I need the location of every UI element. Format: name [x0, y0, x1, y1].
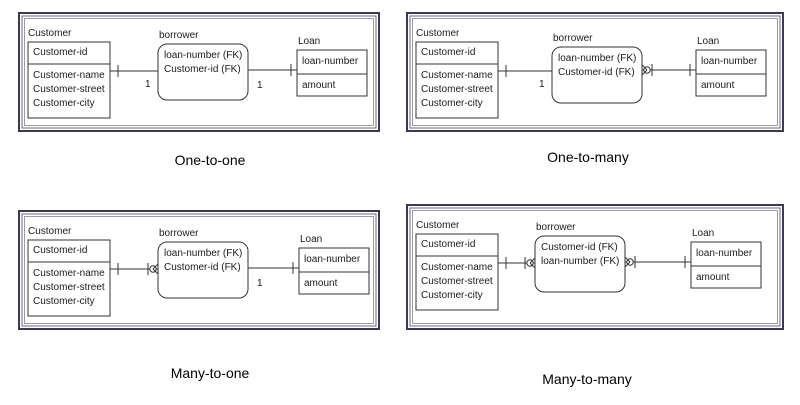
customer-attribute: Customer-name	[33, 70, 105, 81]
loan-entity-title: Loan	[697, 36, 720, 47]
caption-one-to-many: One-to-many	[547, 149, 629, 165]
customer-attribute: Customer-city	[33, 98, 95, 109]
customer-entity-title: Customer	[416, 220, 460, 231]
borrower-entity-title: borrower	[159, 30, 199, 41]
borrower-foreign-key: Customer-id (FK)	[164, 64, 241, 75]
customer-key-attribute: Customer-id	[421, 239, 476, 250]
customer-attribute: Customer-name	[421, 262, 493, 273]
borrower-foreign-key: loan-number (FK)	[541, 256, 620, 267]
panel-frame	[18, 12, 380, 132]
borrower-foreign-key: Customer-id (FK)	[164, 262, 241, 273]
loan-attribute: amount	[304, 278, 338, 289]
borrower-entity-title: borrower	[536, 222, 576, 233]
customer-key-attribute: Customer-id	[33, 47, 88, 58]
customer-attribute: Customer-city	[421, 98, 483, 109]
borrower-foreign-key: loan-number (FK)	[164, 50, 243, 61]
customer-attribute: Customer-street	[421, 84, 493, 95]
panel-frame	[406, 204, 784, 330]
left-cardinality-marker	[117, 263, 159, 275]
customer-attribute: Customer-street	[421, 276, 493, 287]
right-cardinality-marker	[624, 256, 686, 268]
customer-entity-title: Customer	[28, 226, 72, 237]
loan-entity-title: Loan	[300, 234, 323, 245]
caption-many-to-one: Many-to-one	[170, 365, 250, 381]
borrower-foreign-key: Customer-id (FK)	[541, 242, 618, 253]
customer-key-attribute: Customer-id	[421, 47, 476, 58]
loan-key-attribute: loan-number	[701, 56, 758, 67]
customer-attribute: Customer-name	[421, 70, 493, 81]
customer-attribute: Customer-city	[421, 290, 483, 301]
customer-attribute: Customer-street	[33, 84, 105, 95]
customer-entity-title: Customer	[28, 28, 72, 39]
loan-key-attribute: loan-number	[696, 248, 753, 259]
customer-key-attribute: Customer-id	[33, 245, 88, 256]
loan-key-attribute: loan-number	[302, 56, 359, 67]
loan-attribute: amount	[701, 80, 735, 91]
loan-entity-title: Loan	[298, 36, 321, 47]
panel-frame	[18, 210, 380, 330]
caption-one-to-one: One-to-one	[174, 152, 246, 168]
loan-key-attribute: loan-number	[304, 254, 361, 265]
right-cardinality-marker	[641, 64, 691, 76]
left-cardinality-label: 1	[539, 79, 545, 90]
borrower-entity-title: borrower	[553, 33, 593, 44]
er-diagram-panel-4: Customer Customer-id Customer-name Custo…	[406, 204, 784, 330]
left-cardinality-label: 1	[145, 79, 151, 90]
right-cardinality-label: 1	[257, 278, 263, 289]
loan-attribute: amount	[302, 80, 336, 91]
left-cardinality-marker	[505, 257, 536, 269]
caption-many-to-many: Many-to-many	[542, 371, 632, 387]
panel-frame	[406, 12, 784, 132]
er-diagram-panel-2: Customer Customer-id Customer-name Custo…	[406, 12, 784, 132]
borrower-entity-title: borrower	[159, 228, 199, 239]
right-cardinality-label: 1	[257, 80, 263, 91]
borrower-foreign-key: loan-number (FK)	[558, 53, 637, 64]
loan-attribute: amount	[696, 272, 730, 283]
customer-entity-title: Customer	[416, 28, 460, 39]
customer-attribute: Customer-city	[33, 296, 95, 307]
er-diagram-panel-3: Customer Customer-id Customer-name Custo…	[18, 210, 380, 330]
borrower-foreign-key: Customer-id (FK)	[558, 67, 635, 78]
er-diagram-panel-1: Customer Customer-id Customer-name Custo…	[18, 12, 380, 132]
borrower-foreign-key: loan-number (FK)	[164, 248, 243, 259]
customer-attribute: Customer-name	[33, 268, 105, 279]
loan-entity-title: Loan	[692, 228, 715, 239]
customer-attribute: Customer-street	[33, 282, 105, 293]
